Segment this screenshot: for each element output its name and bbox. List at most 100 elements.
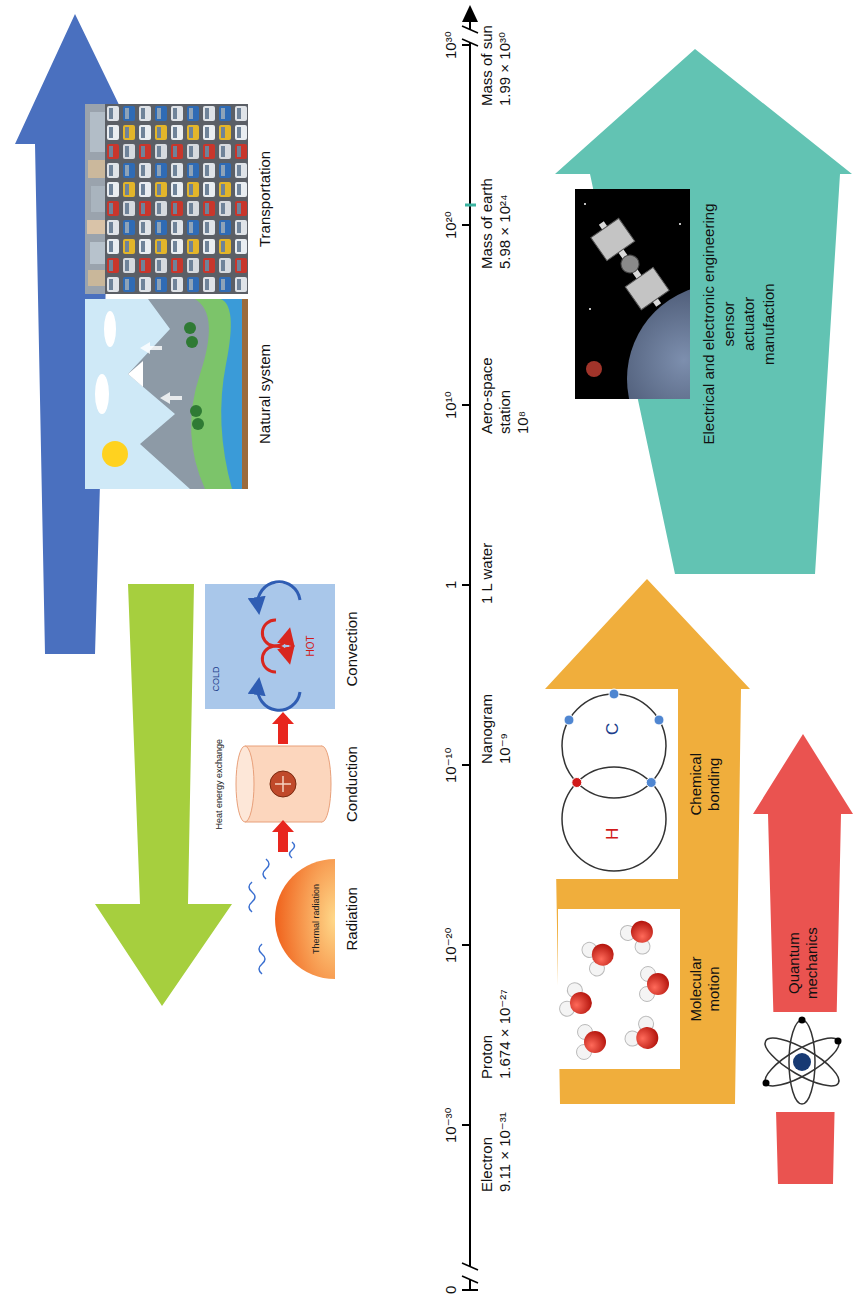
chemical-bond-picture bbox=[654, 715, 664, 725]
convection-picture bbox=[205, 584, 335, 709]
arrow-shape bbox=[753, 734, 853, 1184]
natural-system-picture bbox=[140, 342, 162, 354]
water-molecules-picture bbox=[577, 1025, 607, 1060]
mass-axis bbox=[469, 16, 471, 1290]
mass-axis bbox=[462, 44, 470, 46]
arrow-shape bbox=[555, 49, 852, 574]
arrow-label: manufaction bbox=[760, 283, 778, 365]
scale-item-name: Mass of earth bbox=[478, 178, 496, 269]
axis-tick-label: 10⁻¹⁰ bbox=[442, 747, 460, 783]
mass-axis bbox=[462, 944, 470, 946]
water-molecules-picture bbox=[579, 934, 621, 978]
chemical-bond-picture bbox=[562, 767, 666, 871]
scale-item-value: 1.674 × 10⁻²⁷ bbox=[496, 989, 514, 1079]
scale-item-value: 10⁻⁹ bbox=[496, 733, 514, 764]
radiation-picture bbox=[263, 859, 269, 879]
satellite-picture bbox=[591, 218, 635, 260]
natural-system-picture bbox=[85, 299, 248, 489]
radiation-picture bbox=[249, 882, 255, 912]
natural-system-picture bbox=[102, 441, 128, 467]
natural-system-picture bbox=[242, 299, 248, 489]
mass-axis bbox=[465, 204, 476, 207]
transportation-picture bbox=[91, 186, 105, 212]
atom-picture bbox=[799, 1017, 806, 1024]
mass-axis bbox=[462, 1276, 478, 1283]
conduction-picture bbox=[236, 746, 254, 822]
scale-item-name: Nanogram bbox=[478, 694, 496, 764]
chemical-bond-picture bbox=[553, 689, 678, 879]
arrow-label: Molecular motion bbox=[687, 956, 723, 1021]
atom-picture bbox=[759, 1030, 845, 1095]
transportation-picture bbox=[85, 104, 105, 294]
satellite-picture bbox=[584, 203, 586, 205]
mass-axis bbox=[462, 1124, 470, 1126]
mass-axis bbox=[462, 1263, 478, 1270]
natural-system-picture bbox=[184, 322, 196, 334]
picture-annotation: Heat energy exchange bbox=[214, 739, 225, 830]
water-molecules-picture bbox=[557, 980, 597, 1023]
chemical-bond-picture bbox=[562, 694, 666, 798]
atom-picture bbox=[758, 1012, 846, 1112]
mass-axis bbox=[462, 584, 470, 586]
water-molecules-picture bbox=[640, 967, 670, 1002]
radiation-picture bbox=[290, 842, 295, 858]
scale-item-value: 9.11 × 10⁻³¹ bbox=[496, 1112, 514, 1192]
water-molecules-picture bbox=[617, 912, 663, 957]
axis-tick-label: 10³⁰ bbox=[442, 31, 460, 59]
natural-system-picture bbox=[104, 311, 116, 347]
transportation-picture bbox=[90, 112, 105, 152]
axis-tick-label: 10¹⁰ bbox=[442, 391, 460, 419]
mass-axis bbox=[462, 404, 470, 406]
picture-caption: Radiation bbox=[343, 887, 361, 950]
arrow-shape bbox=[545, 579, 750, 1104]
satellite-picture bbox=[625, 267, 669, 309]
conduction-picture bbox=[245, 746, 322, 822]
atom-symbol: H bbox=[603, 828, 623, 840]
natural-system-picture bbox=[186, 336, 198, 348]
conduction-picture bbox=[272, 820, 294, 852]
satellite-picture bbox=[586, 361, 602, 377]
transportation-picture bbox=[88, 270, 105, 286]
picture-annotation: HOT bbox=[305, 635, 317, 656]
atom-picture bbox=[759, 1030, 845, 1095]
atom-picture bbox=[793, 1053, 811, 1071]
arrow-label: Chemical bonding bbox=[687, 753, 723, 816]
arrow-label: Electrical and electronic engineering bbox=[700, 204, 718, 445]
conduction-picture bbox=[275, 783, 291, 785]
chemical-bond-picture bbox=[572, 778, 582, 788]
scale-item-value: 10⁸ bbox=[514, 411, 532, 434]
convection-picture bbox=[258, 686, 300, 710]
convection-picture bbox=[258, 582, 300, 606]
conduction-picture bbox=[272, 712, 294, 744]
scale-item-name: 1 L water bbox=[478, 543, 496, 604]
scale-item-value: 5.98 × 10²⁴ bbox=[496, 195, 514, 269]
mass-axis bbox=[462, 26, 478, 33]
radiation-picture bbox=[259, 944, 265, 974]
field-arrow: Quantum mechanics bbox=[753, 734, 853, 1184]
water-molecules-picture bbox=[622, 1013, 667, 1059]
mass-axis bbox=[462, 764, 470, 766]
natural-system-picture bbox=[191, 299, 248, 489]
conduction-picture bbox=[236, 712, 331, 852]
transportation-picture bbox=[87, 220, 105, 234]
chemical-bond-picture bbox=[609, 689, 619, 699]
radiation-picture bbox=[275, 859, 335, 979]
natural-system-picture bbox=[160, 392, 182, 404]
mass-axis bbox=[462, 1289, 478, 1291]
convection-picture bbox=[262, 646, 288, 672]
conduction-picture bbox=[270, 771, 296, 797]
scale-item-name: Proton bbox=[478, 1035, 496, 1079]
transportation-picture bbox=[88, 160, 105, 178]
atom-picture bbox=[789, 1020, 815, 1104]
natural-system-picture bbox=[128, 299, 248, 489]
satellite-picture bbox=[587, 213, 672, 314]
conduction-picture bbox=[245, 746, 322, 747]
conduction-picture bbox=[245, 746, 322, 822]
scale-item-name: Electron bbox=[478, 1137, 496, 1192]
satellite-picture bbox=[617, 251, 642, 276]
natural-system-picture bbox=[95, 374, 109, 414]
picture-caption: Conduction bbox=[343, 746, 361, 822]
convection-picture bbox=[262, 620, 288, 646]
mass-axis bbox=[462, 39, 478, 46]
scale-item-value: 1.99 × 10³⁰ bbox=[496, 32, 514, 106]
